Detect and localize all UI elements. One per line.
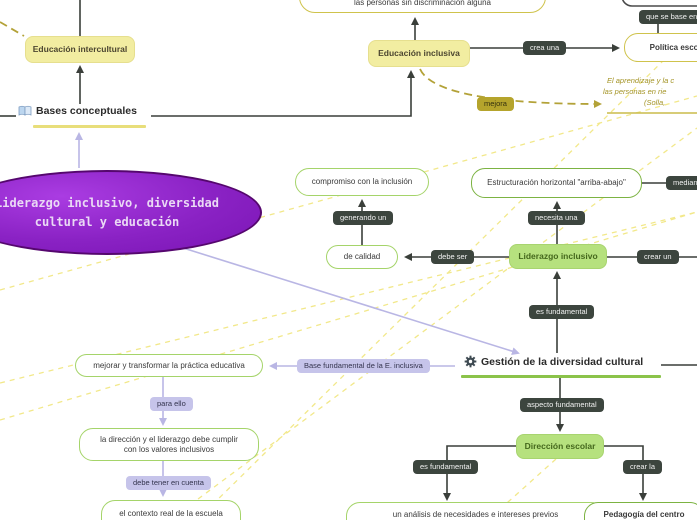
- link-label-necesita-una[interactable]: necesita una: [528, 211, 585, 225]
- link-label-es-fundamental-analisis[interactable]: es fundamental: [413, 460, 479, 474]
- node-personas-sin-discriminacion[interactable]: las personas sin discriminación alguna: [299, 0, 546, 13]
- cutoff-node-top-right: [621, 0, 697, 7]
- link-label-crea-una[interactable]: crea una: [523, 41, 567, 55]
- link-label-mejora[interactable]: mejora: [477, 97, 514, 111]
- central-topic-ellipse[interactable]: Liderazgo inclusivo, diversidad cultural…: [0, 170, 262, 255]
- link-label-generando-un[interactable]: generando un: [333, 211, 394, 225]
- node-mejorar-practica[interactable]: mejorar y transformar la práctica educat…: [75, 354, 263, 377]
- section-bases-conceptuales[interactable]: Bases conceptuales: [18, 105, 137, 117]
- quote-line1[interactable]: El aprendizaje y la c: [607, 76, 675, 85]
- gestion-underline: [461, 375, 661, 378]
- node-pedagogia-centro[interactable]: Pedagogía del centro: [584, 502, 697, 520]
- link-label-base-fundamental[interactable]: Base fundamental de la E. inclusiva: [297, 359, 430, 373]
- olive-dashed-links: [0, 21, 602, 108]
- node-educacion-inclusiva[interactable]: Educación inclusiva: [368, 40, 470, 67]
- node-direccion-liderazgo-line1: la dirección y el liderazgo debe cumplir: [100, 434, 238, 444]
- node-de-calidad[interactable]: de calidad: [326, 245, 398, 269]
- node-liderazgo-inclusivo[interactable]: Liderazgo inclusivo: [509, 244, 607, 269]
- quote-line3[interactable]: (Solla,: [644, 98, 666, 107]
- section-bases-label: Bases conceptuales: [36, 105, 137, 117]
- node-analisis-necesidades[interactable]: un análisis de necesidades e intereses p…: [346, 502, 605, 520]
- link-label-crear-la[interactable]: crear la: [623, 460, 663, 474]
- node-educacion-intercultural[interactable]: Educación intercultural: [25, 36, 135, 63]
- bases-underline: [33, 125, 146, 128]
- node-contexto-real[interactable]: el contexto real de la escuela: [101, 500, 241, 520]
- link-label-debe-ser[interactable]: debe ser: [431, 250, 475, 264]
- section-gestion-diversidad[interactable]: Gestión de la diversidad cultural: [464, 355, 643, 368]
- book-icon: [18, 105, 32, 117]
- link-label-debe-tener-en-cuenta[interactable]: debe tener en cuenta: [126, 476, 211, 490]
- section-gestion-label: Gestión de la diversidad cultural: [481, 355, 644, 368]
- node-direccion-liderazgo-valores[interactable]: la dirección y el liderazgo debe cumplir…: [79, 428, 259, 461]
- node-estructuracion-horizontal[interactable]: Estructuración horizontal "arriba-abajo": [471, 168, 642, 198]
- link-label-mediante[interactable]: mediante: [666, 176, 697, 190]
- node-compromiso-inclusion[interactable]: compromiso con la inclusión: [295, 168, 429, 196]
- node-politica-escolar[interactable]: Política escolar: [624, 33, 697, 62]
- link-label-que-se-base-en[interactable]: que se base en: [639, 10, 697, 24]
- link-label-es-fundamental-liderazgo[interactable]: es fundamental: [529, 305, 595, 319]
- link-label-crear-un[interactable]: crear un: [637, 250, 679, 264]
- central-topic-line1: Liderazgo inclusivo, diversidad: [0, 195, 219, 210]
- node-direccion-escolar[interactable]: Dirección escolar: [516, 434, 604, 459]
- quote-line2[interactable]: las personas en rie: [603, 87, 667, 96]
- link-label-para-ello[interactable]: para ello: [150, 397, 193, 411]
- gear-icon: [464, 355, 477, 368]
- link-label-aspecto-fundamental[interactable]: aspecto fundamental: [520, 398, 604, 412]
- node-direccion-liderazgo-line2: con los valores inclusivos: [123, 444, 215, 454]
- central-topic-line2: cultural y educación: [34, 214, 180, 229]
